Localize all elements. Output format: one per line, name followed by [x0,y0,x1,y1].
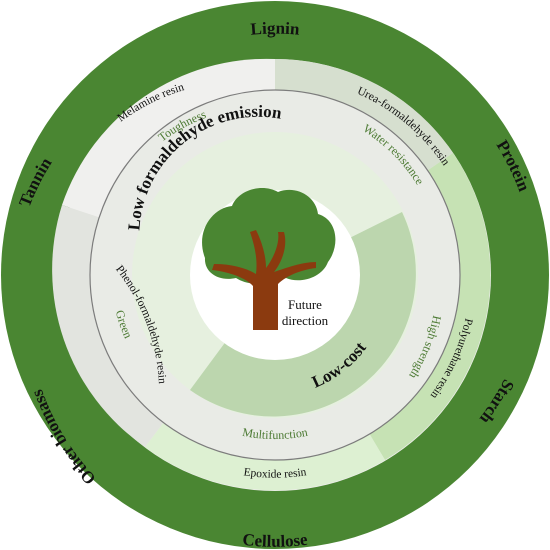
outer-label-cellulose: Cellulose [242,530,309,550]
outer-label-lignin: Lignin [250,19,301,39]
resin-label-epoxide: Epoxide resin [243,466,308,480]
property-label-multifunction: Multifunction [241,425,308,442]
center-label-line1: Future [288,297,322,312]
center-label-line2: direction [282,313,329,328]
tree-icon [202,188,336,330]
